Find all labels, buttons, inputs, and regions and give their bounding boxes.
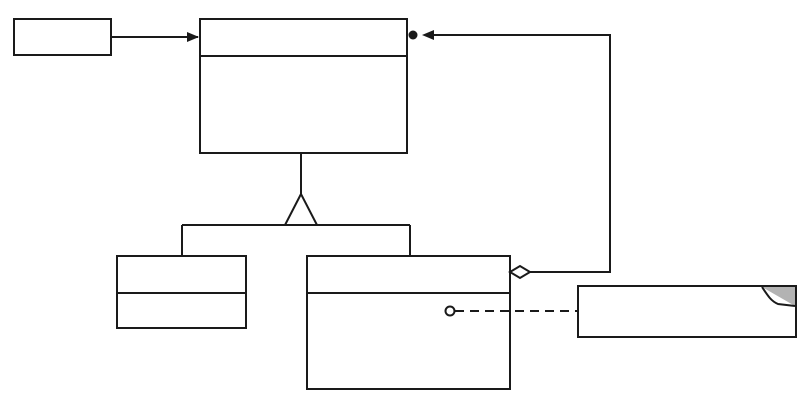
aggregation-diamond — [508, 264, 532, 280]
component-class — [199, 18, 408, 154]
aggregation-line — [425, 34, 611, 273]
generalization-connector — [181, 153, 411, 256]
note-anchor-circle — [444, 305, 456, 317]
multiplicity-dot — [408, 30, 418, 40]
note-box — [577, 285, 797, 338]
client-box — [13, 18, 112, 56]
aggregation-connector — [408, 30, 611, 280]
composite-class — [306, 255, 511, 390]
note-fold-shade — [762, 287, 795, 306]
note-link — [444, 305, 578, 317]
leaf-class — [116, 255, 247, 329]
note-fold-curl — [761, 286, 796, 307]
aggregation-arrowhead — [422, 30, 434, 40]
generalization-triangle — [283, 191, 319, 226]
